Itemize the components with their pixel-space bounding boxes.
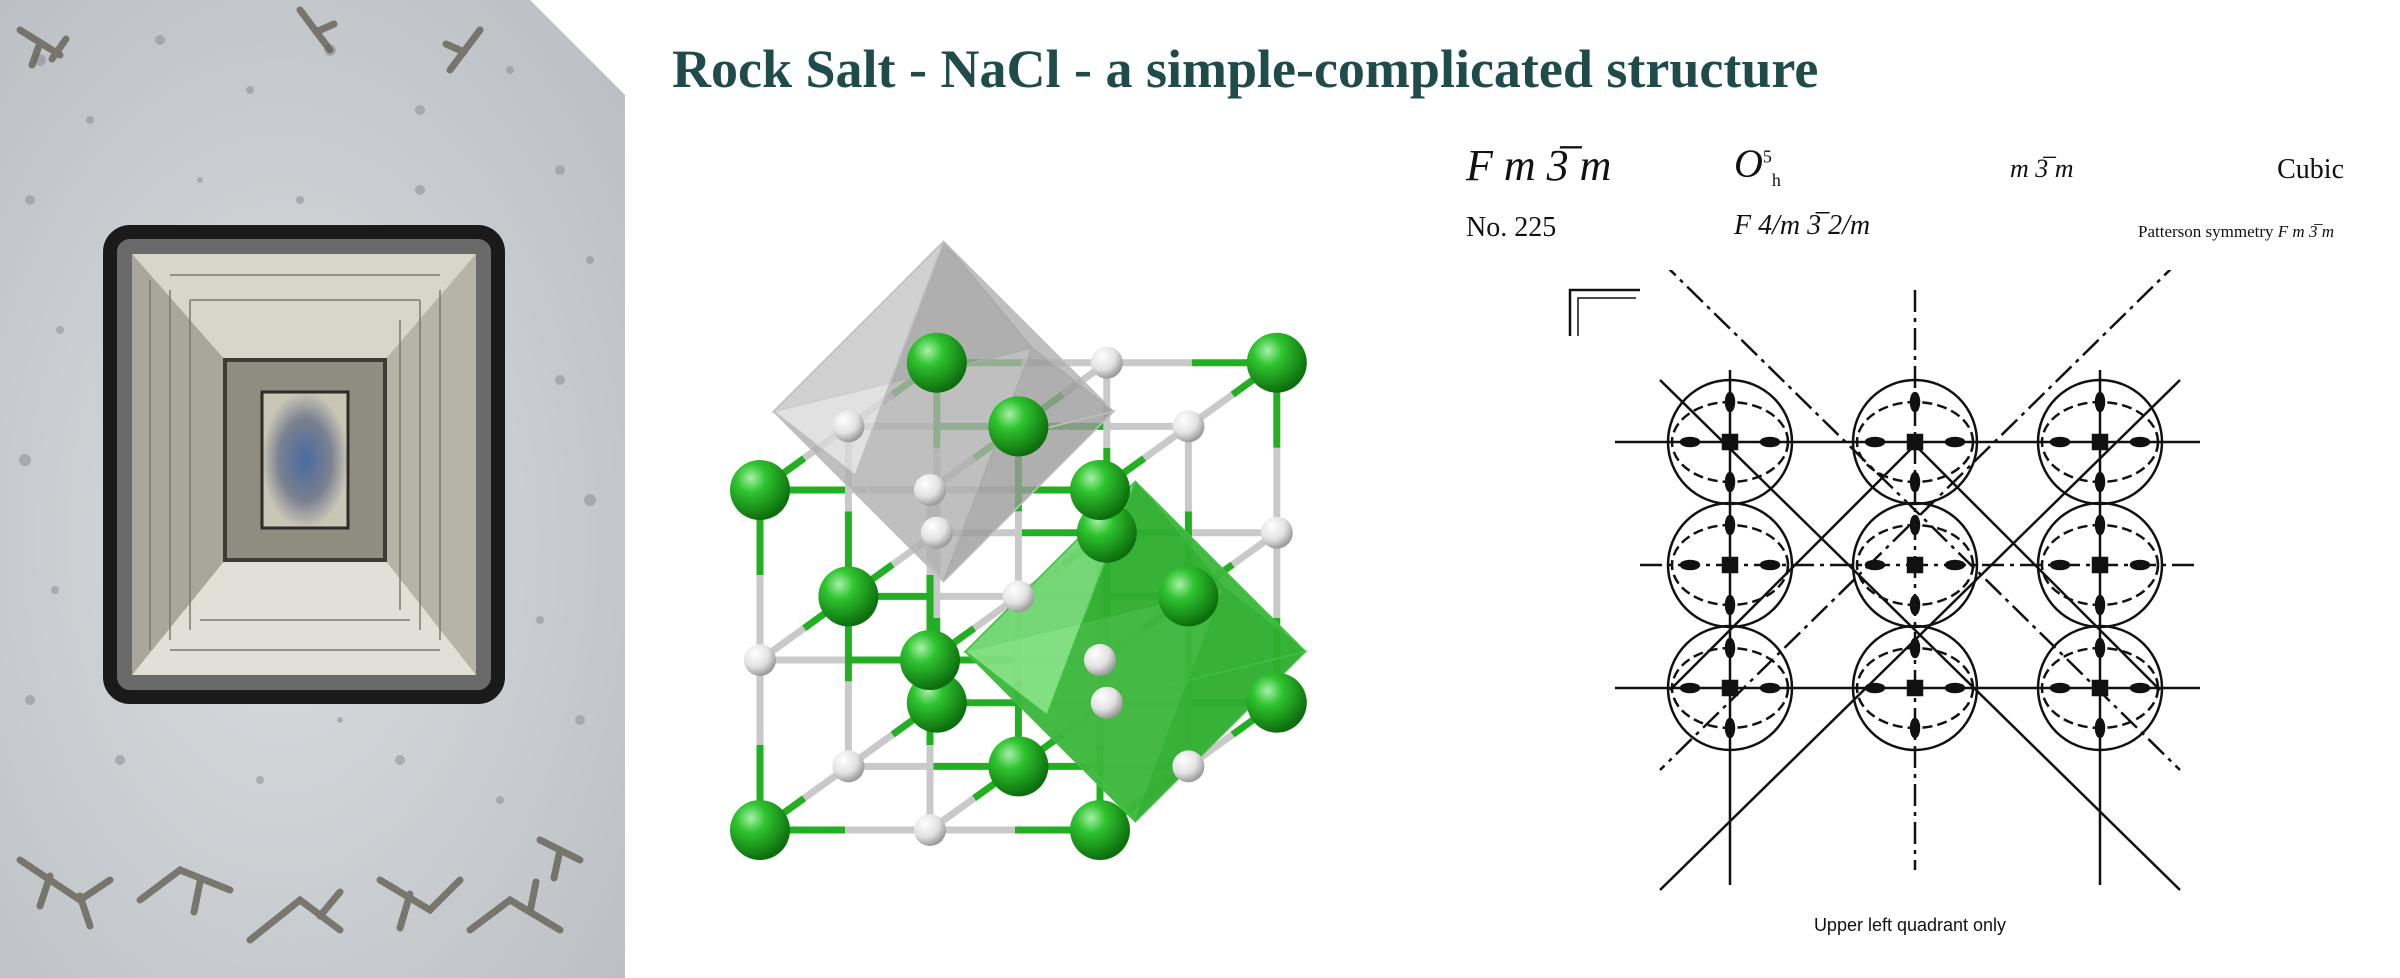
chlorine-atom: [730, 800, 790, 860]
sodium-atom: [1260, 516, 1293, 549]
sodium-atom: [1090, 686, 1123, 719]
schoenflies-sup: 5: [1762, 146, 1772, 167]
octahedron-face: [964, 650, 1136, 823]
sodium-atom: [1084, 644, 1116, 676]
twofold-axis-icon: [2094, 717, 2106, 739]
sodium-atom: [1172, 750, 1205, 783]
patterson-symbol: F m 3̅ m: [2277, 222, 2334, 241]
schoenflies-sub: h: [1771, 170, 1781, 190]
twofold-axis-icon: [1909, 471, 1921, 493]
twofold-axis-icon: [1724, 637, 1736, 659]
twofold-axis-icon: [1944, 682, 1966, 694]
chlorine-atom: [818, 566, 879, 627]
chlorine-atom: [1070, 460, 1130, 520]
twofold-axis-icon: [2049, 559, 2071, 571]
twofold-axis-icon: [1679, 436, 1701, 448]
twofold-axis-icon: [1944, 436, 1966, 448]
symmetry-element-diagram: [1568, 270, 2200, 891]
twofold-axis-icon: [1909, 514, 1921, 536]
twofold-axis-icon: [1944, 559, 1966, 571]
fourfold-axis-icon: [1906, 679, 1924, 697]
chlorine-atom: [988, 396, 1049, 457]
twofold-axis-icon: [1909, 391, 1921, 413]
twofold-axis-icon: [2094, 471, 2106, 493]
twofold-axis-icon: [1724, 391, 1736, 413]
fourfold-axis-icon: [1721, 433, 1739, 451]
chlorine-atom: [1158, 566, 1219, 627]
diagram-caption: Upper left quadrant only: [1813, 915, 2007, 935]
sodium-atom: [1002, 580, 1035, 613]
twofold-axis-icon: [1679, 559, 1701, 571]
octahedron-face: [773, 410, 945, 583]
chlorine-atom: [900, 630, 960, 690]
lattice-svg: [730, 240, 1308, 860]
twofold-axis-icon: [2129, 559, 2151, 571]
twofold-axis-icon: [1759, 436, 1781, 448]
fourfold-axis-icon: [1721, 556, 1739, 574]
fourfold-axis-icon: [2091, 556, 2109, 574]
fourfold-axis-icon: [1906, 433, 1924, 451]
chlorine-atom: [1246, 332, 1307, 393]
twofold-axis-icon: [1724, 594, 1736, 616]
fourfold-axis-icon: [1906, 556, 1924, 574]
sodium-atom: [914, 474, 946, 506]
fourfold-axis-icon: [2091, 433, 2109, 451]
twofold-axis-icon: [2094, 637, 2106, 659]
space-group-symbol: F m 3̅ m: [1466, 141, 1612, 190]
twofold-axis-icon: [1864, 436, 1886, 448]
sodium-atom: [832, 410, 865, 443]
twofold-axis-icon: [1909, 594, 1921, 616]
chlorine-atom: [988, 736, 1049, 797]
sodium-atom: [914, 814, 946, 846]
sodium-atom: [744, 644, 776, 676]
sodium-atom: [920, 516, 953, 549]
twofold-axis-icon: [1759, 682, 1781, 694]
sodium-atom: [1090, 346, 1123, 379]
twofold-axis-icon: [2049, 682, 2071, 694]
chlorine-atom: [1246, 672, 1307, 733]
twofold-axis-icon: [1724, 471, 1736, 493]
twofold-axis-icon: [1909, 717, 1921, 739]
patterson-symmetry: Patterson symmetry F m 3̅ m: [2138, 222, 2334, 242]
axes-marker-icon: [1568, 288, 1640, 336]
chlorine-atom: [906, 332, 967, 393]
full-symbol: F 4/m 3̅ 2/m: [1734, 210, 1871, 241]
chlorine-atom: [730, 460, 790, 520]
twofold-axis-icon: [2094, 514, 2106, 536]
twofold-axis-icon: [1724, 514, 1736, 536]
salt-crystal-photo-svg: [16, 6, 596, 944]
fourfold-axis-icon: [1721, 679, 1739, 697]
twofold-axis-icon: [2094, 594, 2106, 616]
crystal-system: Cubic: [2277, 154, 2344, 185]
nacl-unit-cell-model: [640, 130, 1440, 950]
twofold-axis-icon: [1864, 559, 1886, 571]
sodium-atom: [1172, 410, 1205, 443]
patterson-label: Patterson symmetry: [2138, 222, 2274, 241]
twofold-axis-icon: [2129, 682, 2151, 694]
twofold-axis-icon: [1909, 637, 1921, 659]
symmetry-ring: [1851, 501, 1979, 629]
page-title: Rock Salt - NaCl - a simple-complicated …: [672, 39, 1819, 99]
space-group-panel: F m 3̅ m O5 h m 3̅ m Cubic No. 225 F 4/m …: [1440, 130, 2380, 950]
sodium-atom: [832, 750, 865, 783]
twofold-axis-icon: [2129, 436, 2151, 448]
symmetry-ring: [1666, 501, 1794, 629]
diagram-circles: [1666, 378, 2164, 752]
schoenflies-symbol: O5 h: [1734, 140, 1781, 191]
space-group-number: No. 225: [1466, 212, 1557, 243]
lattice-atoms: [730, 332, 1307, 860]
fourfold-axis-icon: [2091, 679, 2109, 697]
twofold-axis-icon: [1759, 559, 1781, 571]
symmetry-ring: [2036, 501, 2164, 629]
twofold-axis-icon: [2049, 436, 2071, 448]
twofold-axis-icon: [1724, 717, 1736, 739]
twofold-axis-icon: [1679, 682, 1701, 694]
point-group: m 3̅ m: [2010, 154, 2074, 183]
twofold-axis-icon: [1864, 682, 1886, 694]
twofold-axis-icon: [2094, 391, 2106, 413]
salt-crystal-photo: [0, 0, 625, 978]
schoenflies-base: O: [1734, 141, 1763, 186]
chlorine-atom: [1070, 800, 1130, 860]
